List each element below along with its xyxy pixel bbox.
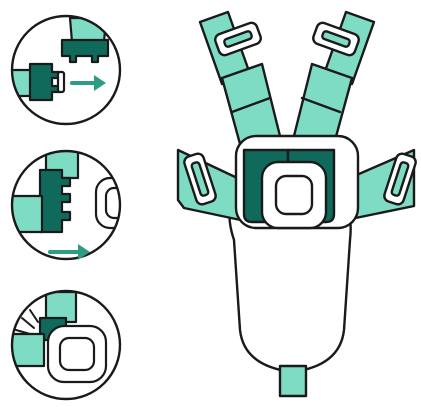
step-3-circle: [10, 289, 122, 401]
click-lines-icon: [15, 309, 39, 335]
step-1-circle: [10, 14, 122, 126]
step-3-buckle-click: [10, 289, 122, 401]
step-2-buckle-slide: [10, 149, 122, 261]
step-2-arrow-icon: [48, 244, 90, 260]
step-2-circle: [10, 149, 122, 261]
shoulder-adjuster-left: [214, 21, 262, 57]
waist-adjuster-right: [383, 152, 417, 206]
buckle-button: [274, 174, 314, 216]
step-1-buckle-separate: [10, 14, 122, 126]
crotch-pad: [228, 208, 352, 374]
step-1-arrow-icon: [70, 75, 106, 91]
shoulder-adjuster-right: [312, 21, 360, 57]
crotch-strap: [278, 364, 308, 398]
waist-adjuster-left: [183, 152, 217, 206]
five-point-harness: [176, 10, 417, 398]
